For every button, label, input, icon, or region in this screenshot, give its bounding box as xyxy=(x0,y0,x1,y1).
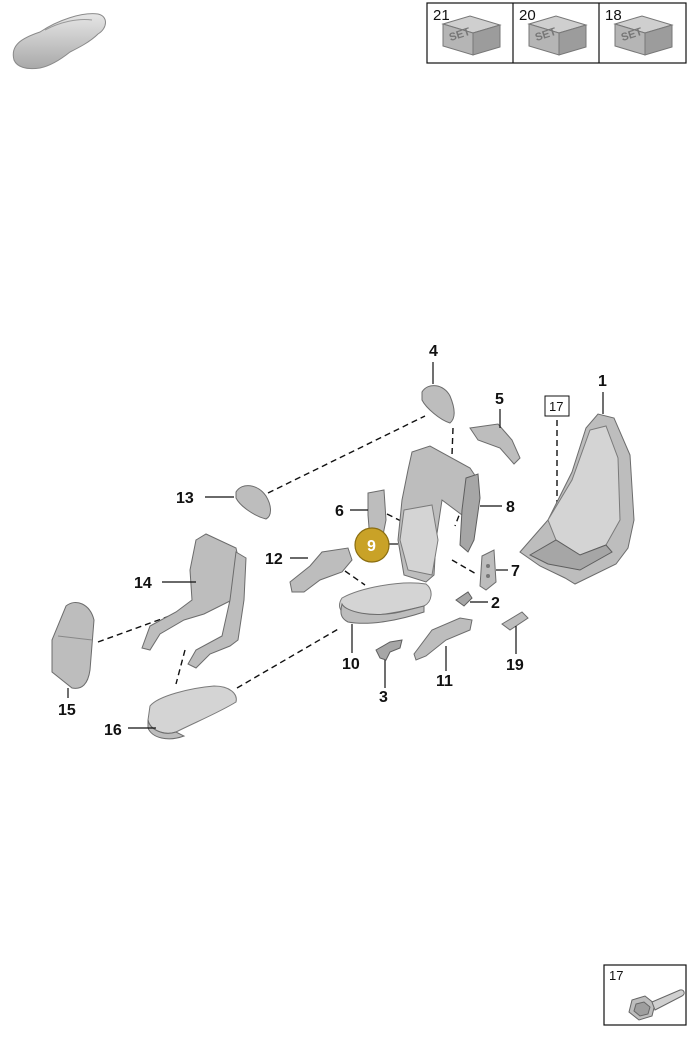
callout-1[interactable]: 1 xyxy=(598,373,607,390)
set-cube-icon: SET xyxy=(527,15,588,56)
part-8-side-bolster[interactable] xyxy=(459,473,481,553)
callout-5[interactable]: 5 xyxy=(495,391,504,408)
part-10-seat-cushion[interactable] xyxy=(339,582,432,624)
callout-11[interactable]: 11 xyxy=(436,673,453,690)
callout-12[interactable]: 12 xyxy=(265,551,283,568)
part-14-frame-cover[interactable] xyxy=(141,533,247,669)
detail-box-number: 17 xyxy=(609,968,623,983)
callout-8[interactable]: 8 xyxy=(506,499,515,516)
part-3-fastener[interactable] xyxy=(375,639,403,661)
set-cube-icon: SET xyxy=(613,15,674,56)
callout-labels: 4 5 1 17 13 6 8 12 9 7 14 2 10 19 11 3 1… xyxy=(58,343,607,739)
part-11-side-panel[interactable] xyxy=(413,617,473,661)
callout-9: 9 xyxy=(367,538,376,555)
callout-13[interactable]: 13 xyxy=(176,490,194,507)
callout-6[interactable]: 6 xyxy=(335,503,344,520)
callout-3[interactable]: 3 xyxy=(379,689,388,706)
callout-10[interactable]: 10 xyxy=(342,656,360,673)
part-1-seat-shell[interactable] xyxy=(519,413,635,585)
callout-16[interactable]: 16 xyxy=(104,722,122,739)
callout-7[interactable]: 7 xyxy=(511,563,520,580)
callout-2[interactable]: 2 xyxy=(491,595,500,612)
set-cube-icon: SET xyxy=(441,15,502,56)
bolt-icon xyxy=(628,989,685,1021)
set-boxes: 21 SET 20 SET 18 SET xyxy=(426,2,687,64)
leader-lines xyxy=(67,362,604,729)
part-13-side-cushion[interactable] xyxy=(235,485,271,520)
part-4-headrest-cushion[interactable] xyxy=(421,385,455,424)
callout-15[interactable]: 15 xyxy=(58,702,76,719)
part-15-backrest-pad[interactable] xyxy=(51,602,95,689)
part-19-mount[interactable] xyxy=(501,611,529,631)
set-box-number: 20 xyxy=(519,7,536,24)
callout-14[interactable]: 14 xyxy=(134,575,152,592)
part-16-seat-pad[interactable] xyxy=(147,685,237,740)
callout-4[interactable]: 4 xyxy=(429,343,438,360)
set-box-number: 18 xyxy=(605,7,622,24)
callout-19[interactable]: 19 xyxy=(506,657,524,674)
callout-9-highlight[interactable]: 9 xyxy=(354,527,390,563)
part-7-switch-panel[interactable] xyxy=(479,549,497,591)
detail-box-17[interactable]: 17 xyxy=(603,964,687,1026)
set-box-number: 21 xyxy=(433,7,450,24)
part-12-side-trim[interactable] xyxy=(289,547,353,593)
part-2-clip[interactable] xyxy=(455,591,473,607)
part-5-bracket[interactable] xyxy=(469,423,521,465)
part-backrest-cover[interactable] xyxy=(397,445,479,583)
set-box-20[interactable]: 20 SET xyxy=(519,7,588,56)
set-box-18[interactable]: 18 SET xyxy=(605,7,674,56)
set-box-21[interactable]: 21 SET xyxy=(433,7,502,56)
callout-17-box[interactable]: 17 xyxy=(544,395,570,417)
car-silhouette-icon[interactable] xyxy=(12,13,106,70)
callout-17: 17 xyxy=(549,399,563,414)
